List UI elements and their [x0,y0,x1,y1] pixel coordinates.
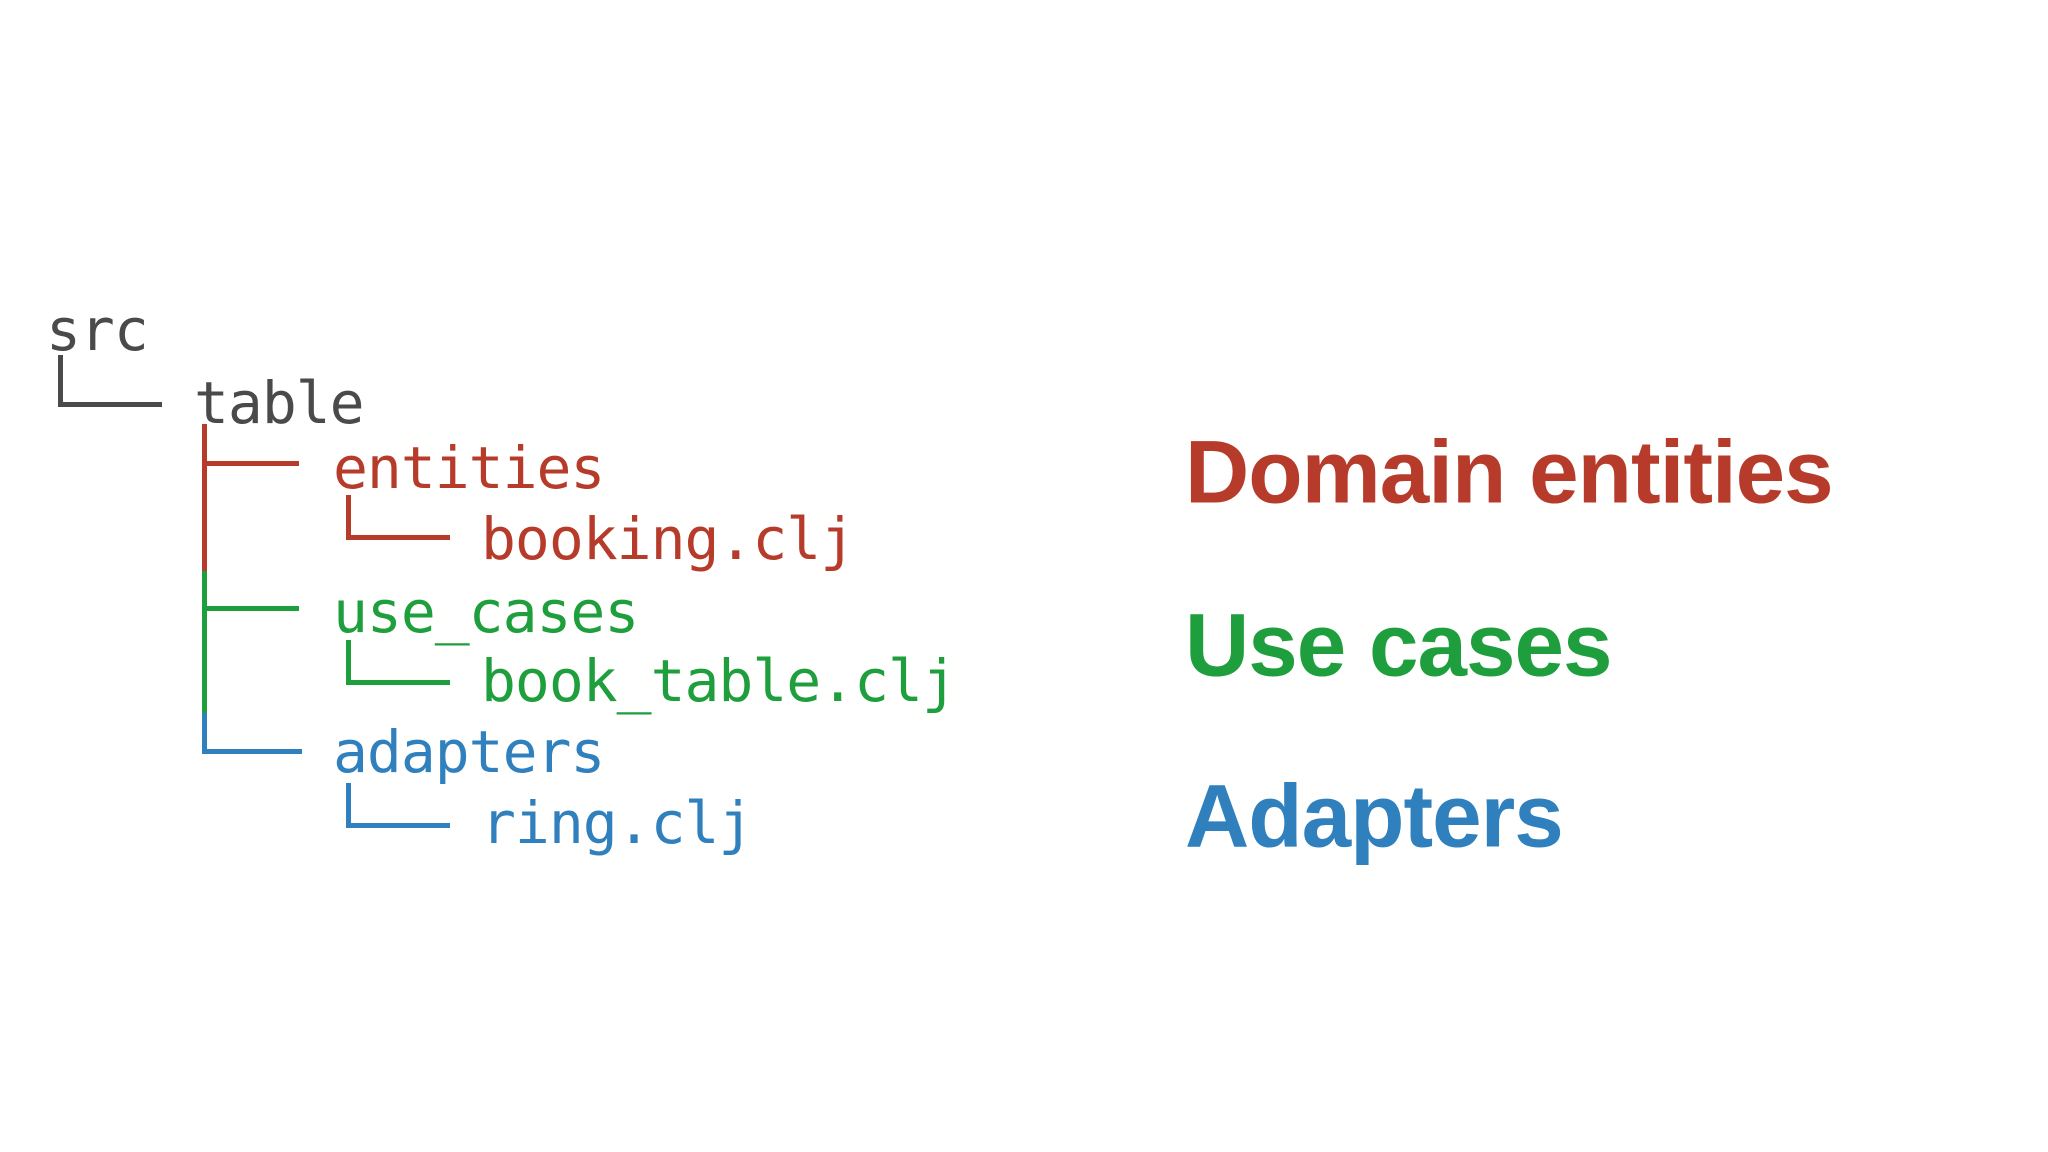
tree-node-use-cases: use_cases [333,578,639,646]
tree-connector-table-entities [202,461,299,466]
annotation-adapters: Adapters [1185,765,1564,866]
tree-node-adapters: adapters [333,718,605,786]
annotation-use-cases: Use cases [1185,594,1612,695]
tree-connector-table-adapters [202,713,302,754]
tree-connector-src-table [58,355,162,407]
tree-node-ring-clj: ring.clj [481,789,753,857]
annotation-domain-entities: Domain entities [1185,421,1834,522]
tree-node-table: table [194,369,365,437]
tree-node-book-table-clj: book_table.clj [481,647,957,715]
tree-trunk-segment-red [202,424,207,571]
tree-connector-table-use-cases [202,606,299,611]
tree-node-src: src [46,296,149,364]
tree-trunk-segment-green [202,571,207,713]
tree-connector-entities-booking [346,495,450,540]
tree-node-booking-clj: booking.clj [481,505,855,573]
tree-connector-use-cases-book-table [346,640,450,685]
tree-node-entities: entities [333,434,605,502]
tree-connector-adapters-ring [346,783,450,828]
